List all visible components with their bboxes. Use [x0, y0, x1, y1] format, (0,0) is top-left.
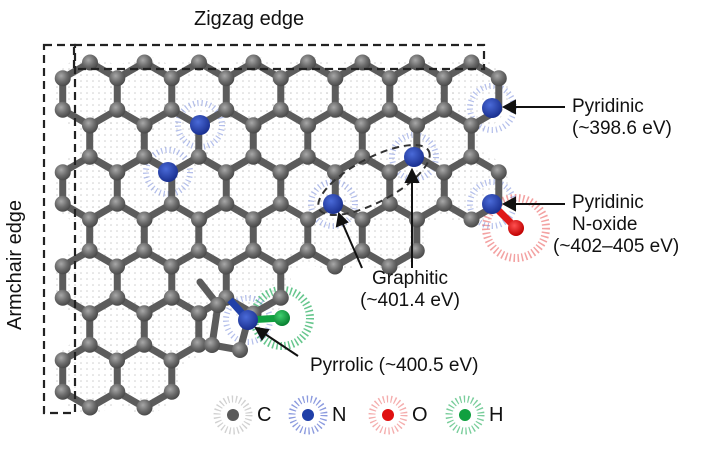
legend-label: O — [412, 403, 428, 426]
heteroatoms — [158, 98, 524, 358]
legend-label: H — [489, 403, 504, 426]
armchair-edge-box — [42, 43, 77, 415]
pyridinic-n-oxide-name2: N-oxide — [572, 214, 638, 235]
legend-label: C — [257, 403, 272, 426]
graphitic-label: Graphitic (~401.4 eV) — [350, 268, 470, 312]
atom-o-icon — [368, 395, 408, 435]
annotation-arrows — [254, 99, 565, 357]
pyridinic-label: Pyridinic (~398.6 eV) — [572, 96, 672, 140]
atom-c-icon — [213, 395, 253, 435]
legend-label: N — [332, 403, 347, 426]
atom-h-icon — [445, 395, 485, 435]
legend-item-c: C — [213, 395, 271, 435]
pyridinic-energy: (~398.6 eV) — [572, 118, 672, 139]
pyrrolic-label: Pyrrolic (~400.5 eV) — [310, 355, 479, 376]
pyridinic-name: Pyridinic — [572, 96, 644, 117]
graphitic-pair-ellipse — [317, 144, 431, 216]
graphitic-energy: (~401.4 eV) — [360, 290, 460, 311]
legend-item-h: H — [445, 395, 503, 435]
zigzag-edge-box — [72, 43, 486, 71]
armchair-edge-label: Armchair edge — [4, 199, 26, 330]
carbon-atoms — [54, 54, 507, 416]
graphitic-name: Graphitic — [371, 268, 449, 289]
pyridinic-n-oxide-name: Pyridinic — [572, 192, 644, 213]
atom-n-icon — [288, 395, 328, 435]
zigzag-edge-label: Zigzag edge — [194, 8, 305, 30]
pyridinic-n-oxide-label: Pyridinic N-oxide (~402–405 eV) — [553, 192, 679, 258]
pyridinic-n-oxide-energy: (~402–405 eV) — [553, 236, 680, 257]
legend-item-n: N — [288, 395, 346, 435]
legend-item-o: O — [368, 395, 428, 435]
